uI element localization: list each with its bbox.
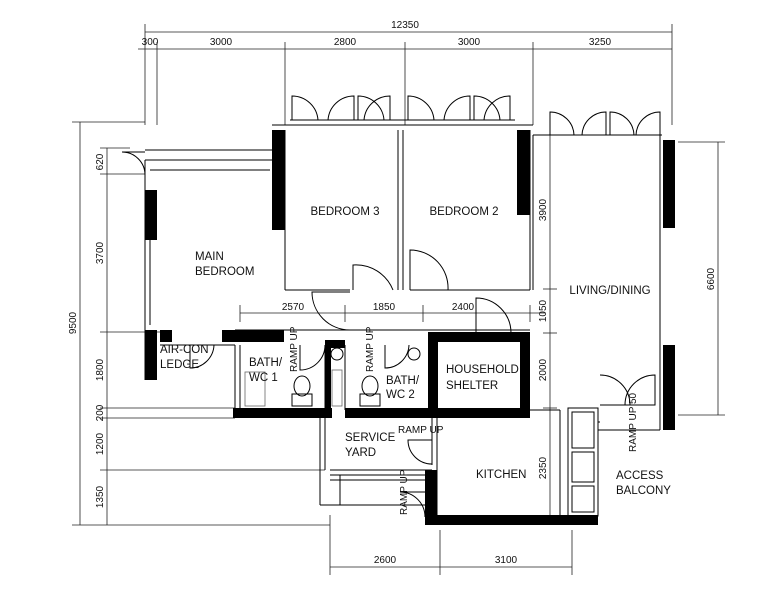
- label-aircon-2: LEDGE: [160, 359, 199, 371]
- ramp-labels: RAMP UP RAMP UP RAMP UP RAMP UP RAMP UP …: [289, 326, 639, 515]
- ramp-up-yard: RAMP UP: [398, 425, 444, 436]
- thick-walls: [145, 130, 675, 525]
- bedroom-windows: [290, 95, 515, 126]
- dim-left-620: 620: [95, 153, 106, 170]
- label-main-2: BEDROOM: [195, 266, 254, 278]
- bath2-door: [384, 344, 410, 369]
- dim-mid-2350: 2350: [538, 456, 549, 479]
- label-service-2: YARD: [345, 447, 376, 459]
- label-bath1-2: WC 1: [249, 372, 278, 384]
- label-access-1: ACCESS: [616, 470, 664, 482]
- aircon-door: [189, 344, 215, 369]
- yard-door: [399, 491, 426, 518]
- room-labels: BEDROOM 3 BEDROOM 2 MAIN BEDROOM LIVING/…: [160, 206, 671, 497]
- basin1: [330, 347, 344, 361]
- dimension-labels: 12350 300 3000 2800 3000 3250 9500 620 3…: [68, 20, 717, 566]
- dimension-lines: [72, 24, 725, 575]
- label-access-2: BALCONY: [616, 485, 671, 497]
- dim-top-300: 300: [142, 37, 159, 48]
- label-bedroom-2: BEDROOM 2: [429, 206, 498, 218]
- label-shelter-1: HOUSEHOLD: [446, 364, 519, 376]
- shelter-door: [475, 297, 512, 334]
- bath1-door: [299, 344, 326, 371]
- dim-right-6600: 6600: [706, 267, 717, 290]
- fixtures: [244, 347, 421, 407]
- main-bedroom-door: [311, 291, 351, 331]
- toilet2-bowl: [361, 375, 379, 397]
- label-bath1-1: BATH/: [249, 357, 283, 369]
- dim-mid-2000: 2000: [538, 358, 549, 381]
- dim-mid-1850: 1850: [373, 302, 396, 313]
- dim-top-2800: 2800: [334, 37, 357, 48]
- dim-mid-3900: 3900: [538, 198, 549, 221]
- service-door: [407, 439, 433, 465]
- dim-left-total: 9500: [68, 311, 79, 334]
- label-kitchen: KITCHEN: [476, 469, 526, 481]
- label-shelter-2: SHELTER: [446, 380, 498, 392]
- dim-mid-2570: 2570: [282, 302, 305, 313]
- toilet1-tank: [291, 393, 313, 407]
- ramp-up-yard-2: RAMP UP: [399, 469, 410, 515]
- dim-top-total: 12350: [391, 20, 419, 31]
- ramp-up-bath2: RAMP UP: [365, 326, 376, 372]
- bedroom3-door: [352, 264, 394, 291]
- label-bedroom-3: BEDROOM 3: [310, 206, 379, 218]
- ramp-up-50: RAMP UP 50: [628, 392, 639, 452]
- toilet1-bowl: [293, 375, 311, 397]
- dim-left-200: 200: [95, 404, 106, 421]
- dim-left-1200: 1200: [95, 432, 106, 455]
- dim-top-3000a: 3000: [210, 37, 233, 48]
- label-bath2-1: BATH/: [386, 375, 420, 387]
- label-aircon-1: AIR-CON: [160, 344, 209, 356]
- dim-top-3000b: 3000: [458, 37, 481, 48]
- main-entry-door: [121, 151, 146, 176]
- basin2: [407, 347, 421, 361]
- toilet2-tank: [359, 393, 381, 407]
- label-main-1: MAIN: [195, 251, 224, 263]
- dim-mid-2400: 2400: [452, 302, 475, 313]
- thin-walls: [144, 124, 662, 517]
- bedroom2-door: [409, 249, 449, 291]
- dim-bottom-2600: 2600: [374, 555, 397, 566]
- label-living-dining: LIVING/DINING: [569, 285, 650, 297]
- dim-bottom-3100: 3100: [495, 555, 518, 566]
- label-service-1: SERVICE: [345, 432, 396, 444]
- dim-left-1350: 1350: [95, 485, 106, 508]
- dim-left-1800: 1800: [95, 358, 106, 381]
- dim-top-3250: 3250: [589, 37, 612, 48]
- windows-and-doors: [121, 95, 661, 518]
- ramp-up-bath1: RAMP UP: [289, 326, 300, 372]
- dim-mid-1050: 1050: [538, 299, 549, 322]
- living-windows: [549, 111, 661, 136]
- dim-left-3700: 3700: [95, 241, 106, 264]
- label-bath2-2: WC 2: [386, 389, 415, 401]
